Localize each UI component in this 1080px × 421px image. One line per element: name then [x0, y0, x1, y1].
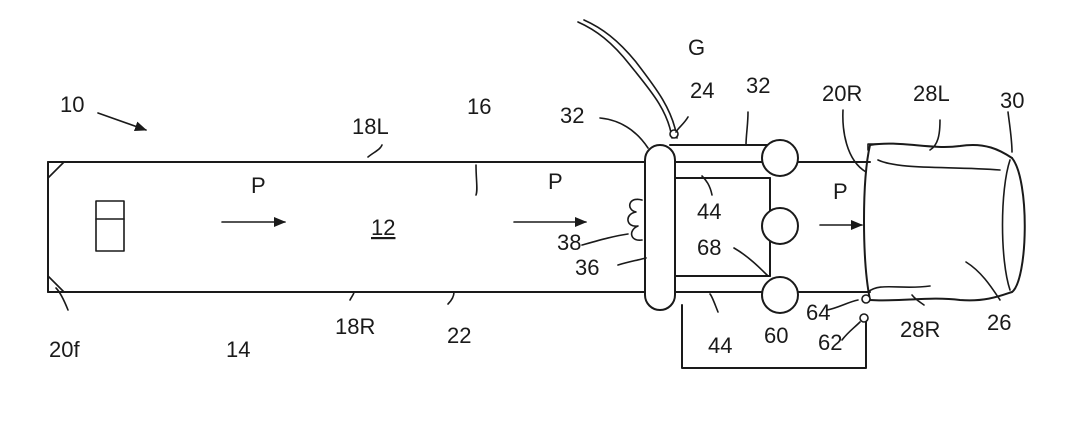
label-ref-22: 22 [447, 323, 471, 348]
port-64 [861, 294, 871, 304]
label-ref-28R: 28R [900, 317, 940, 342]
label-ref-12: 12 [371, 215, 395, 240]
label-ref-68: 68 [697, 235, 721, 260]
label-flow-p-3: P [833, 179, 848, 204]
bag-26 [859, 142, 1026, 323]
main-body [47, 161, 651, 293]
label-flow-p-2: P [548, 169, 563, 194]
label-ref-44-lower: 44 [708, 333, 732, 358]
label-ref-14: 14 [226, 337, 250, 362]
label-ref-18R: 18R [335, 314, 375, 339]
corner-fold-bottom [47, 275, 65, 293]
roller-top [761, 139, 799, 177]
clamp-ring-36 [644, 144, 676, 311]
label-ref-64: 64 [806, 300, 830, 325]
label-ref-36: 36 [575, 255, 599, 280]
bumps-38 [627, 198, 643, 241]
label-ref-32-left: 32 [560, 103, 584, 128]
extension-body [669, 161, 871, 293]
roller-bottom [761, 276, 799, 314]
port-62 [859, 313, 869, 323]
cable-G [577, 19, 679, 139]
label-ref-20f: 20f [49, 337, 80, 362]
corner-fold-top [47, 161, 65, 179]
rollers [761, 139, 799, 314]
label-ref-32-top: 32 [746, 73, 770, 98]
flow-arrows [97, 112, 863, 230]
label-ref-26: 26 [987, 310, 1011, 335]
label-ref-20R: 20R [822, 81, 862, 106]
label-ref-10: 10 [60, 92, 84, 117]
arrow-10 [97, 112, 147, 132]
roller-middle [761, 207, 799, 245]
label-ref-30: 30 [1000, 88, 1024, 113]
reference-labels: 10 12 14 16 18L 18R 20f 20R 22 24 26 28L… [49, 35, 1024, 362]
label-ref-38: 38 [557, 230, 581, 255]
label-ref-18L: 18L [352, 114, 389, 139]
label-ref-24: 24 [690, 78, 714, 103]
label-ref-62: 62 [818, 330, 842, 355]
bracket-60 [681, 304, 867, 369]
label-flow-p-1: P [251, 173, 266, 198]
label-ref-28L: 28L [913, 81, 950, 106]
label-ref-60: 60 [764, 323, 788, 348]
label-ref-G: G [688, 35, 705, 60]
leader-lines [55, 109, 1013, 341]
slot-window [95, 200, 125, 252]
label-ref-44-upper: 44 [697, 199, 721, 224]
label-ref-16: 16 [467, 94, 491, 119]
